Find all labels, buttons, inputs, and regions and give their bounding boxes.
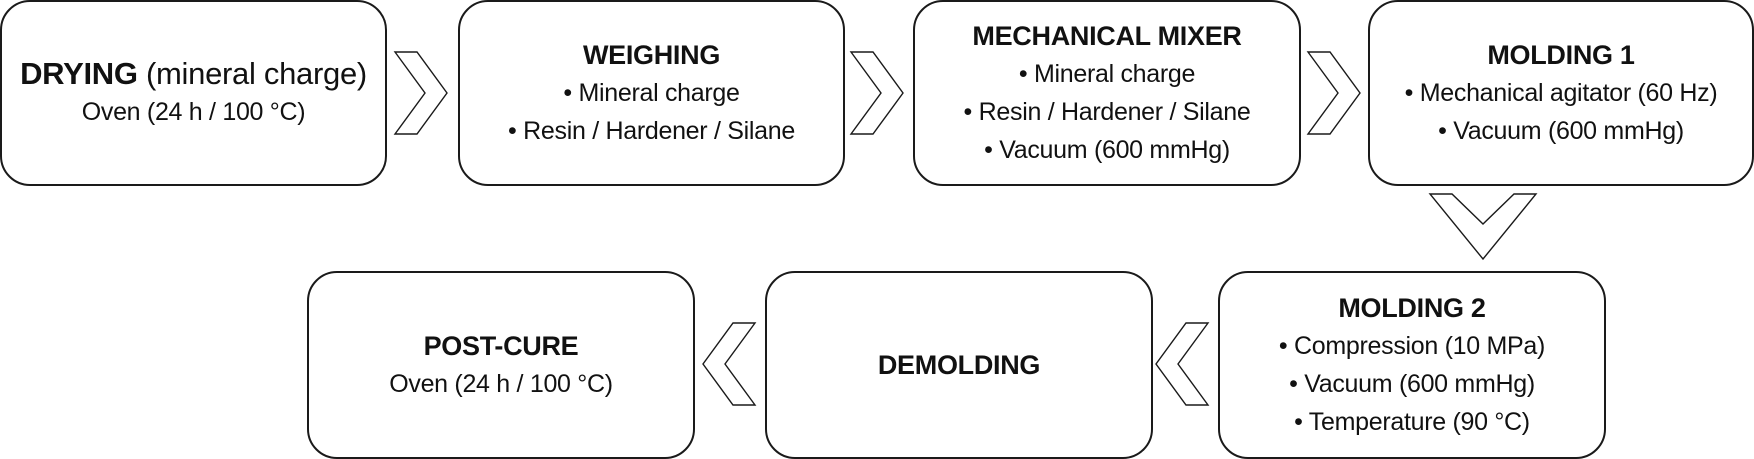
weighing-step-box: WEIGHING • Mineral charge • Resin / Hard… [458, 0, 845, 186]
chevron-right-icon [849, 51, 904, 135]
chevron-left-icon [702, 322, 757, 406]
postcure-title: POST-CURE [423, 331, 579, 361]
mixer-title: MECHANICAL MIXER [972, 21, 1242, 51]
chevron-right-icon [393, 51, 448, 135]
molding-1-step-box: MOLDING 1 • Mechanical agitator (60 Hz) … [1368, 0, 1754, 186]
molding-2-step-box: MOLDING 2 • Compression (10 MPa) • Vacuu… [1218, 271, 1606, 459]
mechanical-mixer-step-box: MECHANICAL MIXER • Mineral charge • Resi… [913, 0, 1301, 186]
molding1-detail: • Mechanical agitator (60 Hz) [1404, 79, 1718, 107]
molding1-detail: • Vacuum (600 mmHg) [1438, 117, 1684, 145]
chevron-right-icon [1306, 51, 1361, 135]
postcure-detail: Oven (24 h / 100 °C) [389, 370, 613, 398]
demolding-title: DEMOLDING [877, 350, 1041, 380]
molding2-detail: • Compression (10 MPa) [1278, 332, 1546, 360]
weighing-detail: • Mineral charge [563, 79, 740, 107]
mixer-detail: • Mineral charge [1018, 60, 1196, 88]
chevron-down-icon [1428, 193, 1538, 261]
drying-title: DRYING (mineral charge) [20, 55, 367, 93]
molding2-detail: • Temperature (90 °C) [1294, 408, 1530, 436]
mixer-detail: • Vacuum (600 mmHg) [984, 136, 1230, 164]
weighing-detail: • Resin / Hardener / Silane [508, 117, 795, 145]
mixer-detail: • Resin / Hardener / Silane [963, 98, 1251, 126]
molding2-detail: • Vacuum (600 mmHg) [1289, 370, 1535, 398]
drying-detail: Oven (24 h / 100 °C) [81, 98, 306, 126]
chevron-left-icon [1155, 322, 1210, 406]
drying-title-rest: (mineral charge) [137, 56, 367, 91]
molding2-title: MOLDING 2 [1338, 293, 1486, 323]
molding1-title: MOLDING 1 [1487, 40, 1635, 70]
drying-title-bold: DRYING [20, 56, 138, 91]
demolding-step-box: DEMOLDING [765, 271, 1153, 459]
weighing-title: WEIGHING [582, 40, 721, 70]
drying-step-box: DRYING (mineral charge) Oven (24 h / 100… [0, 0, 387, 186]
post-cure-step-box: POST-CURE Oven (24 h / 100 °C) [307, 271, 695, 459]
